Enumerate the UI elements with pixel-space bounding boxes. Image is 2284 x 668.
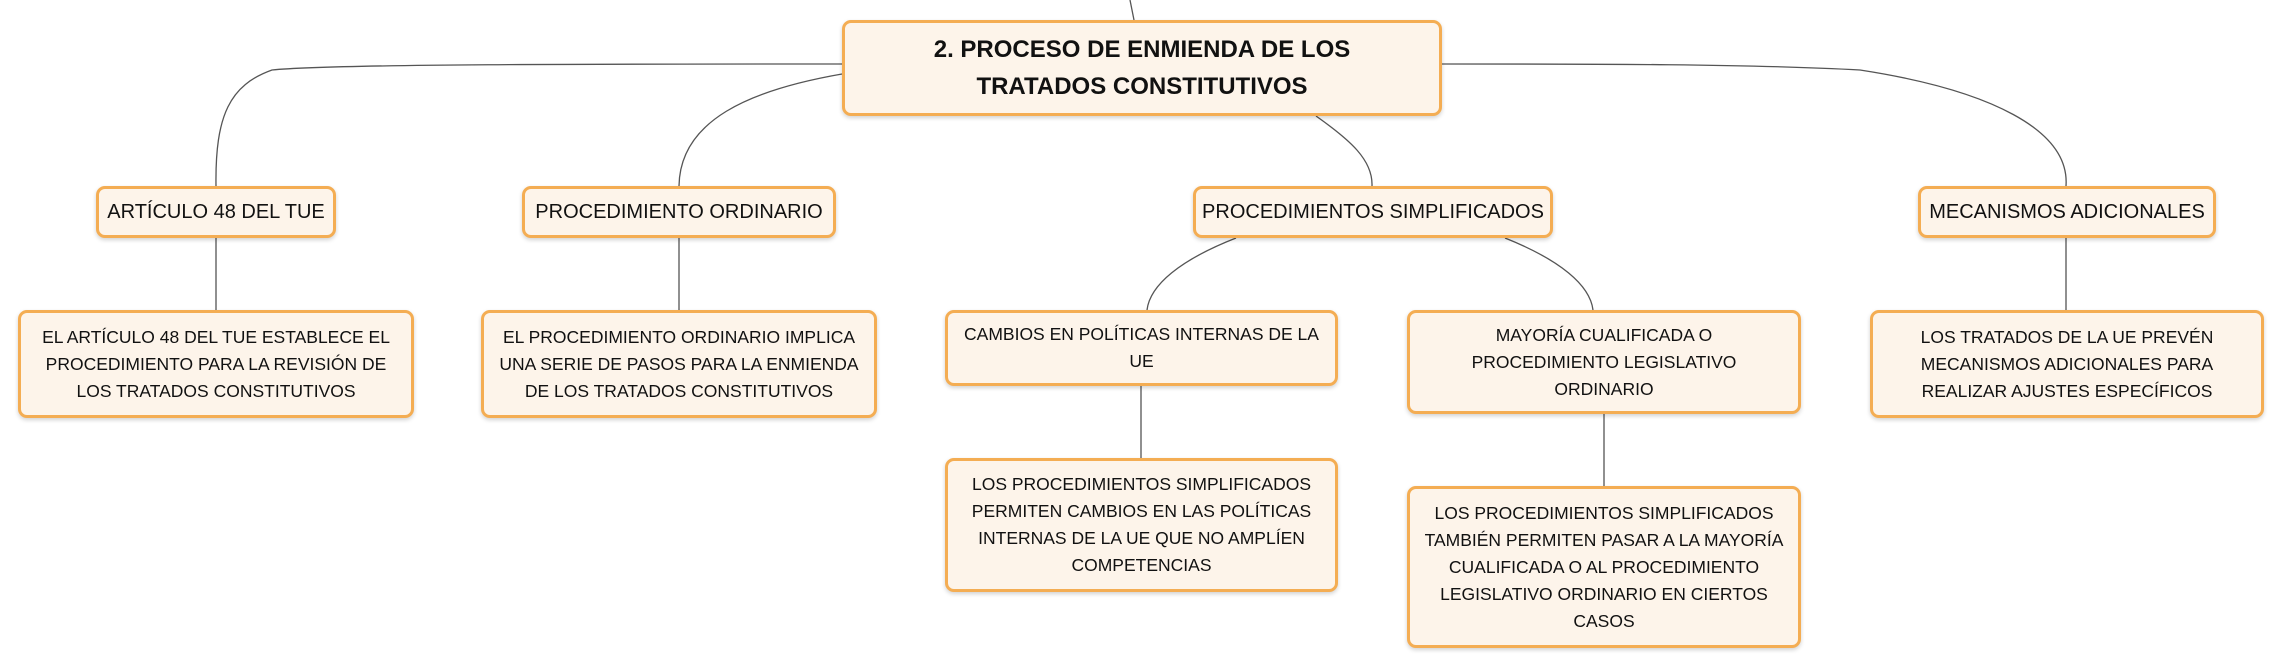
subbranch-label: CAMBIOS EN POLÍTICAS INTERNAS DE LA UE xyxy=(964,324,1319,371)
subbranch-cambios-politicas[interactable]: CAMBIOS EN POLÍTICAS INTERNAS DE LA UE xyxy=(945,310,1338,386)
branch-label: PROCEDIMIENTOS SIMPLIFICADOS xyxy=(1202,201,1544,223)
leaf-label: LOS TRATADOS DE LA UE PREVÉN MECANISMOS … xyxy=(1920,326,2214,401)
leaf-cambios-politicas[interactable]: LOS PROCEDIMIENTOS SIMPLIFICADOS PERMITE… xyxy=(945,458,1338,592)
connector-root-to-articulo-48 xyxy=(215,63,843,187)
connector-root-to-mecanismos-adicionales xyxy=(1439,63,2067,187)
leaf-articulo-48[interactable]: EL ARTÍCULO 48 DEL TUE ESTABLECE EL PROC… xyxy=(18,310,414,418)
root-label: 2. PROCESO DE ENMIENDA DE LOS TRATADOS C… xyxy=(933,36,1351,100)
branch-mecanismos-adicionales[interactable]: MECANISMOS ADICIONALES xyxy=(1918,186,2216,238)
leaf-label: EL PROCEDIMIENTO ORDINARIO IMPLICA UNA S… xyxy=(499,326,859,401)
connector-simplificados-to-cambios xyxy=(1146,237,1237,311)
branch-label: ARTÍCULO 48 DEL TUE xyxy=(107,201,325,223)
connector-simplificados-to-mayoria xyxy=(1504,237,1594,311)
leaf-mayoria-cualificada[interactable]: LOS PROCEDIMIENTOS SIMPLIFICADOS TAMBIÉN… xyxy=(1407,486,1801,648)
root-node[interactable]: 2. PROCESO DE ENMIENDA DE LOS TRATADOS C… xyxy=(842,20,1442,116)
subbranch-label: MAYORÍA CUALIFICADA O PROCEDIMIENTO LEGI… xyxy=(1471,324,1737,399)
leaf-label: EL ARTÍCULO 48 DEL TUE ESTABLECE EL PROC… xyxy=(42,326,390,401)
branch-procedimiento-ordinario[interactable]: PROCEDIMIENTO ORDINARIO xyxy=(522,186,836,238)
connector-root-up xyxy=(1129,0,1135,21)
branch-label: PROCEDIMIENTO ORDINARIO xyxy=(535,201,823,223)
branch-label: MECANISMOS ADICIONALES xyxy=(1929,201,2205,223)
subbranch-mayoria-cualificada[interactable]: MAYORÍA CUALIFICADA O PROCEDIMIENTO LEGI… xyxy=(1407,310,1801,414)
connector-root-to-procedimiento-ordinario xyxy=(678,73,843,187)
branch-articulo-48[interactable]: ARTÍCULO 48 DEL TUE xyxy=(96,186,336,238)
connector-root-to-procedimientos-simplificados xyxy=(1315,115,1373,187)
branch-procedimientos-simplificados[interactable]: PROCEDIMIENTOS SIMPLIFICADOS xyxy=(1193,186,1553,238)
leaf-label: LOS PROCEDIMIENTOS SIMPLIFICADOS PERMITE… xyxy=(971,474,1312,575)
leaf-procedimiento-ordinario[interactable]: EL PROCEDIMIENTO ORDINARIO IMPLICA UNA S… xyxy=(481,310,877,418)
leaf-label: LOS PROCEDIMIENTOS SIMPLIFICADOS TAMBIÉN… xyxy=(1424,502,1784,631)
leaf-mecanismos-adicionales[interactable]: LOS TRATADOS DE LA UE PREVÉN MECANISMOS … xyxy=(1870,310,2264,418)
